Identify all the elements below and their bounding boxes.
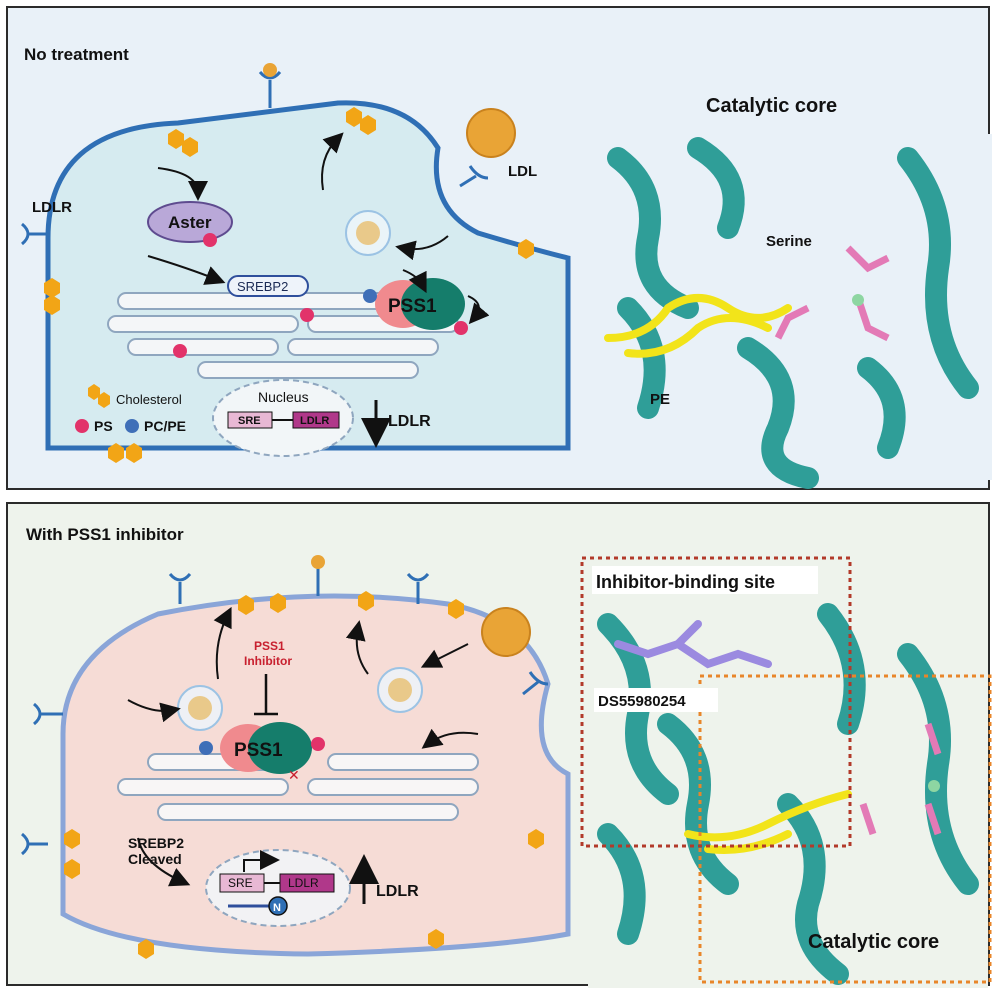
pcpe-dot	[199, 741, 213, 755]
ldlr-gene-box	[292, 411, 340, 429]
nucleus-label: Nucleus	[258, 389, 309, 405]
serine-residue	[859, 722, 942, 836]
ldl-in-endosome	[356, 221, 380, 245]
panel-no-treatment: No treatment LDL LDLR Aster	[6, 6, 992, 490]
inhibitor-label-line1: PSS1	[254, 639, 285, 653]
pss1-label: PSS1	[388, 296, 437, 317]
compound-label-bg	[594, 688, 718, 712]
structure-title: Catalytic core	[706, 95, 837, 117]
ldlr-receptor-label: LDLR	[32, 199, 72, 216]
aster-label: Aster	[168, 213, 212, 232]
pe-ligand	[604, 294, 792, 358]
metal-ion	[928, 780, 940, 792]
inhibitor-label-line2: Inhibitor	[244, 654, 292, 668]
protein-structure	[598, 134, 992, 489]
ldl-particle-small	[263, 63, 277, 77]
panel-with-inhibitor: With PSS1 inhibitor PSS1 Inhibitor	[6, 502, 992, 988]
blocked-cross: ✕	[288, 767, 300, 783]
ldlr-up-label: LDLR	[376, 883, 419, 900]
catalytic-core-box	[698, 674, 992, 984]
legend-ps: PS	[94, 418, 113, 434]
ldl-particle	[466, 108, 516, 158]
pss1-label: PSS1	[234, 740, 283, 761]
n-terminal-marker	[268, 896, 288, 916]
ps-dot	[203, 233, 217, 247]
pcpe-legend-dot	[125, 419, 139, 433]
protein-structure	[588, 564, 988, 988]
cholesterol-icon	[88, 384, 100, 400]
catalytic-core-title: Catalytic core	[808, 931, 939, 953]
ldlr-receptors	[20, 568, 549, 856]
pss1-enzyme	[220, 722, 312, 774]
cholesterol-clusters	[64, 591, 544, 959]
inhibition-symbol	[254, 674, 278, 716]
metal-ion	[852, 294, 864, 306]
cell-membrane	[45, 100, 571, 451]
srebp2-label-line1: SREBP2	[128, 835, 184, 851]
inhibitor-site-box	[580, 556, 852, 848]
ldlr-gene-label: LDLR	[288, 876, 319, 890]
ldl-particle	[481, 607, 531, 657]
legend: Cholesterol PS PC/PE	[75, 384, 186, 434]
serine-residue	[774, 245, 890, 342]
legend-pcpe: PC/PE	[144, 418, 186, 434]
ldl-particle-small	[311, 555, 325, 569]
flow-arrows	[147, 132, 490, 325]
nucleus	[212, 379, 354, 457]
top-diagram: No treatment LDL LDLR Aster	[20, 45, 992, 489]
panel-title: With PSS1 inhibitor	[26, 525, 184, 544]
ps-dots	[173, 308, 314, 358]
aster-protein	[147, 201, 233, 243]
ps-legend-dot	[75, 419, 89, 433]
compound-label: DS55980254	[598, 693, 686, 710]
inhibitor-site-title-bg	[592, 566, 818, 594]
ps-dot	[454, 321, 468, 335]
bottom-diagram: With PSS1 inhibitor PSS1 Inhibitor	[20, 525, 992, 988]
srebp2-label-line2: Cleaved	[128, 851, 182, 867]
inhibitor-molecule	[614, 620, 772, 669]
ldl-label: LDL	[508, 163, 537, 180]
panel-title: No treatment	[24, 45, 129, 64]
cholesterol-clusters	[44, 107, 534, 463]
sre-label: SRE	[228, 876, 253, 890]
pe-label: PE	[650, 391, 670, 408]
sre-label: SRE	[238, 415, 261, 427]
flow-arrows	[127, 606, 479, 887]
srebp2-label: SREBP2	[237, 279, 288, 294]
ldlr-down-label: LDLR	[388, 413, 431, 430]
pcpe-dot	[363, 289, 377, 303]
ps-dot	[311, 737, 325, 751]
srebp2-box	[227, 275, 309, 297]
transcription-arrow	[243, 850, 280, 872]
legend-cholesterol: Cholesterol	[116, 392, 182, 407]
ldlr-gene-box	[279, 873, 335, 893]
ldlr-receptors	[20, 70, 489, 246]
pe-ligand	[684, 790, 852, 854]
n-marker-label: N	[273, 902, 281, 914]
inhibitor-site-title: Inhibitor-binding site	[596, 572, 775, 592]
ldlr-gene-label: LDLR	[300, 415, 329, 427]
serine-label: Serine	[766, 233, 812, 250]
